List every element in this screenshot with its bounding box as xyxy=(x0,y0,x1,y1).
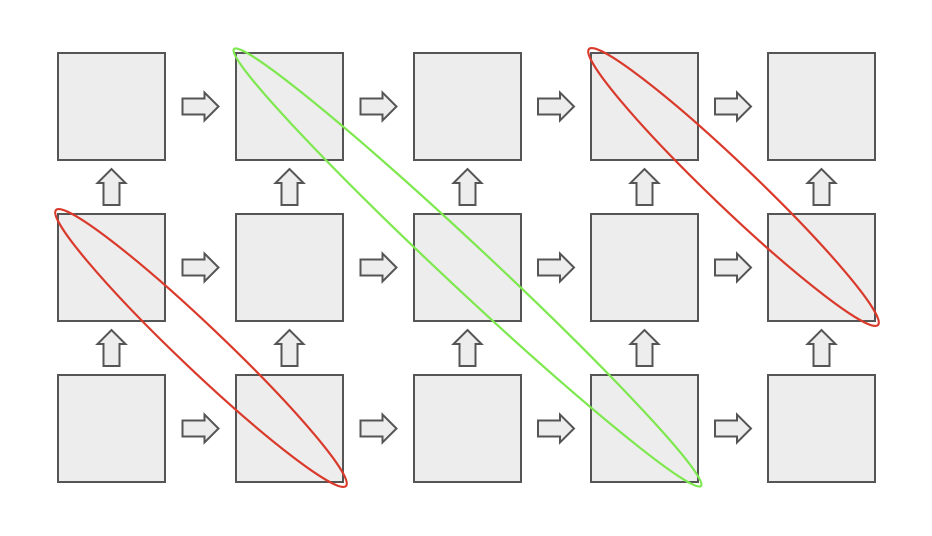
grid-cell-r2-c1 xyxy=(235,374,344,483)
grid-cell-r2-c4 xyxy=(767,374,876,483)
right-arrow-icon-r1-c1 xyxy=(359,251,398,284)
right-arrow-icon-r2-c2 xyxy=(537,412,576,445)
right-arrow-icon-r0-c0 xyxy=(181,90,220,123)
right-arrow-icon-r2-c1 xyxy=(359,412,398,445)
up-arrow-icon-r1-c3 xyxy=(628,167,661,206)
grid-cell-r2-c0 xyxy=(57,374,166,483)
right-arrow-icon-r1-c2 xyxy=(537,251,576,284)
right-arrow-icon-r0-c3 xyxy=(714,90,753,123)
up-arrow-icon-r1-c2 xyxy=(451,167,484,206)
arrows-layer xyxy=(95,90,838,445)
grid-cell-r0-c2 xyxy=(413,52,522,161)
highlight-ellipse-red-bottom-left xyxy=(54,207,348,489)
right-arrow-icon-r1-c3 xyxy=(714,251,753,284)
right-arrow-icon-r0-c1 xyxy=(359,90,398,123)
highlight-ellipse-green-diagonal xyxy=(232,47,703,488)
up-arrow-icon-r1-c0 xyxy=(95,167,128,206)
grid-cell-r1-c1 xyxy=(235,213,344,322)
up-arrow-icon-r2-c4 xyxy=(805,328,838,367)
cells-layer xyxy=(57,52,876,483)
grid-cell-r1-c3 xyxy=(590,213,699,322)
up-arrow-icon-r2-c2 xyxy=(451,328,484,367)
up-arrow-icon-r2-c1 xyxy=(273,328,306,367)
grid-cell-r1-c2 xyxy=(413,213,522,322)
up-arrow-icon-r1-c4 xyxy=(805,167,838,206)
up-arrow-icon-r1-c1 xyxy=(273,167,306,206)
right-arrow-icon-r0-c2 xyxy=(537,90,576,123)
up-arrow-icon-r2-c3 xyxy=(628,328,661,367)
grid-cell-r0-c1 xyxy=(235,52,344,161)
grid-cell-r0-c3 xyxy=(590,52,699,161)
grid-cell-r2-c2 xyxy=(413,374,522,483)
grid-cell-r1-c4 xyxy=(767,213,876,322)
right-arrow-icon-r2-c0 xyxy=(181,412,220,445)
grid-cell-r0-c4 xyxy=(767,52,876,161)
highlight-ellipse-red-top-right xyxy=(587,46,880,328)
right-arrow-icon-r1-c0 xyxy=(181,251,220,284)
grid-cell-r1-c0 xyxy=(57,213,166,322)
grid-cell-r0-c0 xyxy=(57,52,166,161)
right-arrow-icon-r2-c3 xyxy=(714,412,753,445)
up-arrow-icon-r2-c0 xyxy=(95,328,128,367)
grid-cell-r2-c3 xyxy=(590,374,699,483)
highlights-layer xyxy=(54,46,880,489)
